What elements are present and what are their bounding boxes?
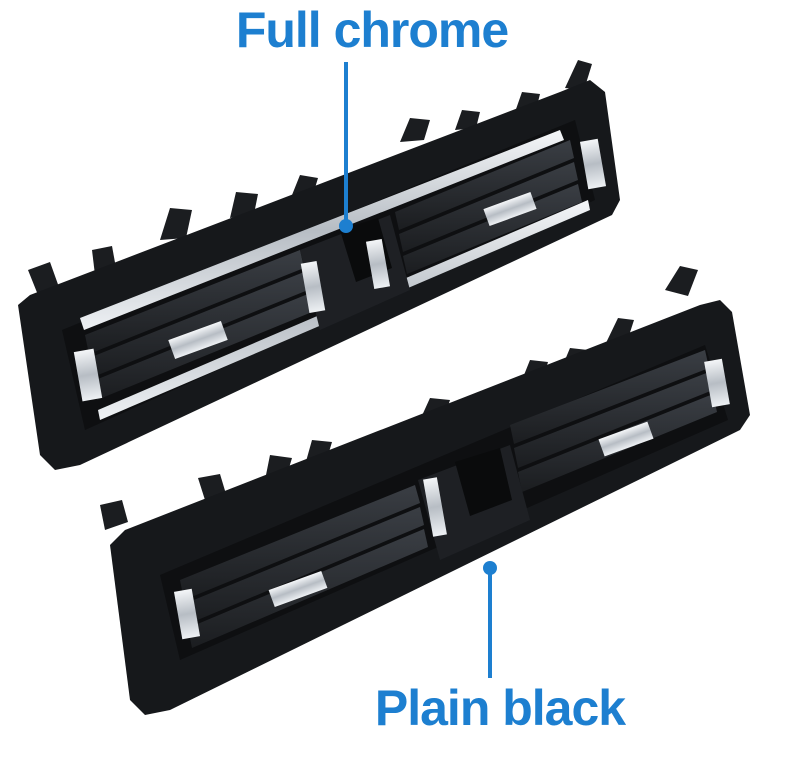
callout-top [339,62,353,233]
callout-bottom [483,561,497,678]
full-chrome-label: Full chrome [235,2,509,58]
bottom-vent [100,266,750,715]
callout-bottom-dot [483,561,497,575]
top-vent-slats-right [395,140,582,274]
plain-black-label: Plain black [374,680,626,736]
top-vent [18,60,620,470]
bottom-vent-chrome-knobs [173,358,730,640]
top-vent-chrome-caps [73,138,607,402]
top-vent-chrome-rail-upper [80,130,564,330]
callout-top-dot [339,219,353,233]
